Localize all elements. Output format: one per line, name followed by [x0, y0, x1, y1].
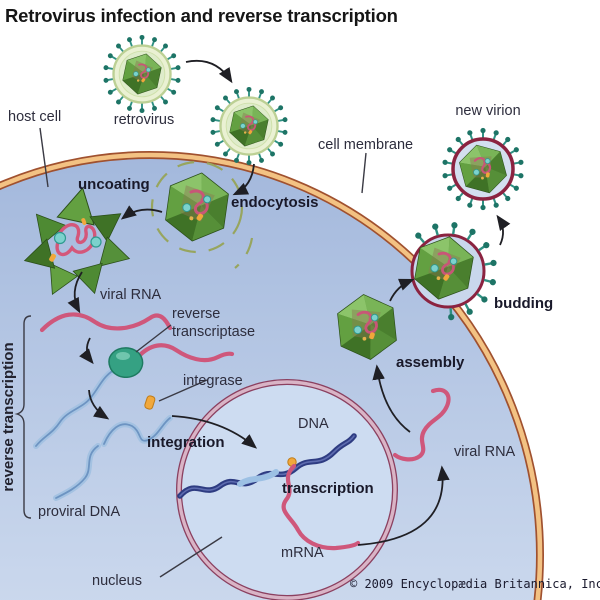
proviral-dna-with-integrase — [101, 395, 173, 447]
integrase-enzyme — [144, 395, 156, 410]
host-cell-pointer — [39, 127, 49, 188]
host-cell-body — [0, 151, 544, 600]
label-reverse-transcriptase-2: transcriptase — [172, 324, 255, 340]
cell-membrane-pointer — [361, 152, 367, 194]
reverse-transcriptase-enzyme — [108, 347, 144, 379]
proviral-dna-strand — [53, 443, 101, 501]
arrow-to-uncoating — [120, 205, 163, 220]
integrase-pointer — [158, 379, 208, 402]
cell-membrane-band — [0, 152, 543, 600]
viral-rna-strand-1 — [39, 312, 173, 333]
flow-arrows — [67, 60, 511, 546]
viral-rna-strand-2 — [392, 387, 451, 462]
arrow-budding-to-virion — [496, 214, 511, 246]
mrna-strand — [281, 463, 361, 551]
label-mrna: mRNA — [281, 545, 324, 561]
label-cell-membrane: cell membrane — [318, 137, 413, 153]
arrow-endocytosis — [232, 163, 255, 196]
arrow-retrovirus-to-membrane — [185, 60, 233, 84]
label-proviral-dna: proviral DNA — [38, 504, 121, 520]
reverse-transcription-bracket — [14, 315, 32, 519]
rna-dna-hybrid — [33, 343, 235, 449]
nucleus-body — [176, 379, 398, 600]
endocytosed-capsid — [150, 160, 254, 269]
arrow-mrna-to-viral-rna — [357, 465, 450, 546]
label-integrase: integrase — [183, 373, 243, 389]
label-reverse-transcription: reverse transcription — [0, 342, 17, 491]
label-uncoating: uncoating — [78, 176, 150, 193]
uncoating-capsid — [20, 183, 134, 302]
label-retrovirus: retrovirus — [114, 112, 174, 128]
reverse-transcriptase-pointer — [135, 324, 172, 353]
label-dna: DNA — [298, 416, 329, 432]
label-assembly: assembly — [396, 354, 465, 371]
label-viral-rna-lower: viral RNA — [454, 444, 516, 460]
label-host-cell: host cell — [8, 109, 61, 125]
label-nucleus: nucleus — [92, 573, 142, 589]
budding-virion — [410, 220, 499, 322]
arrow-rna-to-hybrid — [79, 337, 94, 365]
pointer-lines — [14, 127, 367, 578]
nucleus-pointer — [159, 536, 223, 578]
label-endocytosis: endocytosis — [231, 194, 319, 211]
label-budding: budding — [494, 295, 553, 312]
arrow-hybrid-to-provirus — [88, 389, 110, 420]
spilled-viral-rna — [55, 223, 97, 257]
label-reverse-transcriptase-1: reverse — [172, 306, 220, 322]
arrow-to-viral-rna — [67, 271, 83, 314]
integrated-provirus-segment — [237, 469, 279, 487]
label-viral-rna-upper: viral RNA — [100, 287, 162, 303]
arrow-integration — [171, 415, 258, 449]
diagram-title: Retrovirus infection and reverse transcr… — [5, 5, 398, 26]
arrow-to-assembly — [372, 364, 411, 433]
label-transcription: transcription — [282, 480, 374, 497]
label-integration: integration — [147, 434, 225, 451]
copyright-notice: © 2009 Encyclopædia Britannica, Inc — [350, 577, 600, 591]
arrow-assembly-to-budding — [389, 278, 415, 302]
label-new-virion: new virion — [455, 103, 520, 119]
chromosomal-dna — [177, 433, 357, 499]
